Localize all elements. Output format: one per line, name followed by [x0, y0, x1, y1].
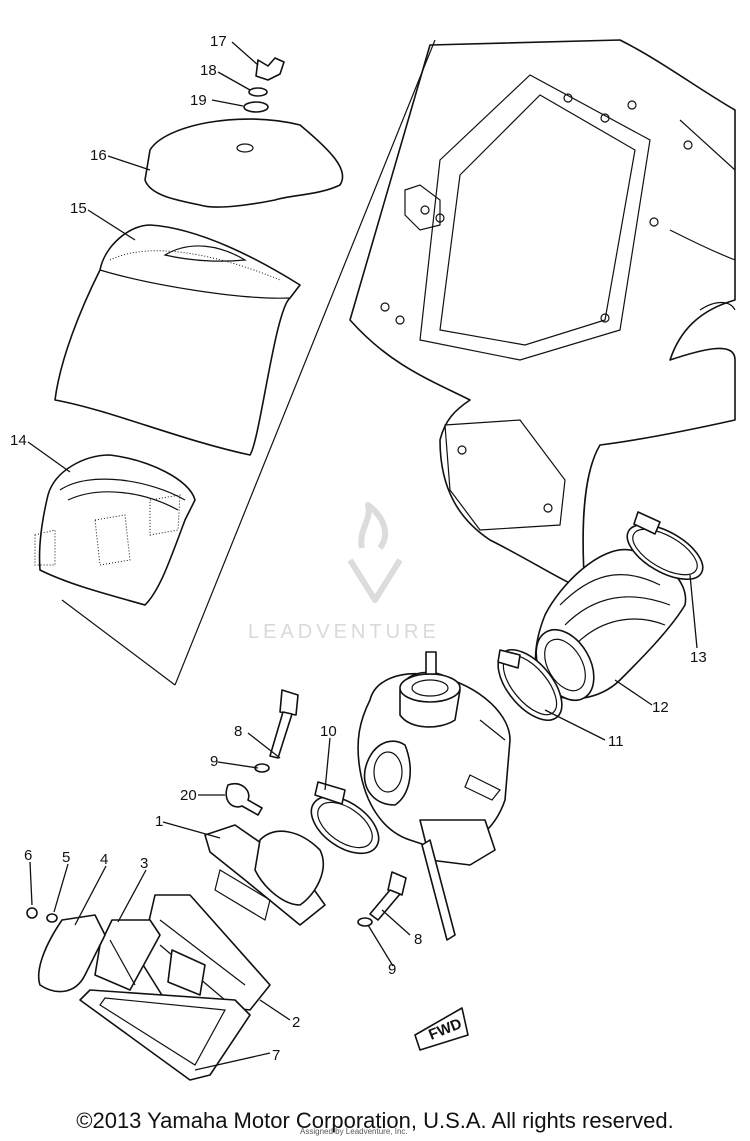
reed-valve-body: [139, 894, 271, 1011]
hose-clamp-10: [310, 781, 380, 855]
callout-13: 13: [690, 649, 707, 666]
fwd-arrow: FWD: [414, 1007, 469, 1051]
bolt-8-upper: [269, 689, 299, 759]
frame-airbox: [349, 39, 736, 591]
callout-16: 16: [90, 147, 107, 164]
callout-11: 11: [608, 733, 624, 750]
air-cleaner-cover: [144, 118, 344, 208]
callout-10: 10: [320, 723, 337, 740]
air-filter-element: [54, 224, 301, 456]
callout-7: 7: [272, 1047, 280, 1064]
callout-14: 14: [10, 432, 27, 449]
guide-line: [61, 599, 176, 686]
hose-clamp-11: [497, 649, 563, 721]
washer-19: [243, 101, 269, 113]
callout-1: 1: [155, 813, 163, 830]
leader-lines: [27, 41, 698, 1071]
callout-12: 12: [652, 699, 669, 716]
watermark-text: LEADVENTURE: [248, 621, 440, 643]
screw-6: [26, 907, 38, 919]
guide-line: [174, 39, 436, 686]
callout-5: 5: [62, 849, 70, 866]
filter-guide: [34, 454, 196, 606]
callout-18: 18: [200, 62, 217, 79]
callout-2: 2: [292, 1014, 300, 1031]
carburetor: [357, 651, 511, 941]
callout-20: 20: [180, 787, 197, 804]
callout-15: 15: [70, 200, 87, 217]
copyright-notice: ©2013 Yamaha Motor Corporation, U.S.A. A…: [76, 1108, 674, 1133]
watermark-logo: LEADVENTURE: [248, 502, 440, 643]
callout-8-upper: 8: [234, 723, 242, 740]
callout-9-lower: 9: [388, 961, 396, 978]
callout-17: 17: [210, 33, 227, 50]
intake-manifold: [204, 824, 326, 926]
callout-19: 19: [190, 92, 207, 109]
bolt-8-lower: [369, 871, 407, 921]
callout-8-lower: 8: [414, 931, 422, 948]
callout-9-upper: 9: [210, 753, 218, 770]
callout-4: 4: [100, 851, 108, 868]
washer-5: [46, 913, 58, 923]
cable-holder: [225, 782, 263, 816]
washer-18: [248, 87, 268, 97]
reed-stopper: [38, 914, 106, 993]
callout-6: 6: [24, 847, 32, 864]
washer-9-lower: [357, 917, 373, 927]
credit-text: Assigned by Leadventure, Inc.: [300, 1127, 408, 1136]
wing-nut: [255, 57, 285, 81]
hose-clamp-13: [626, 511, 704, 581]
gasket: [79, 989, 251, 1081]
callout-3: 3: [140, 855, 148, 872]
